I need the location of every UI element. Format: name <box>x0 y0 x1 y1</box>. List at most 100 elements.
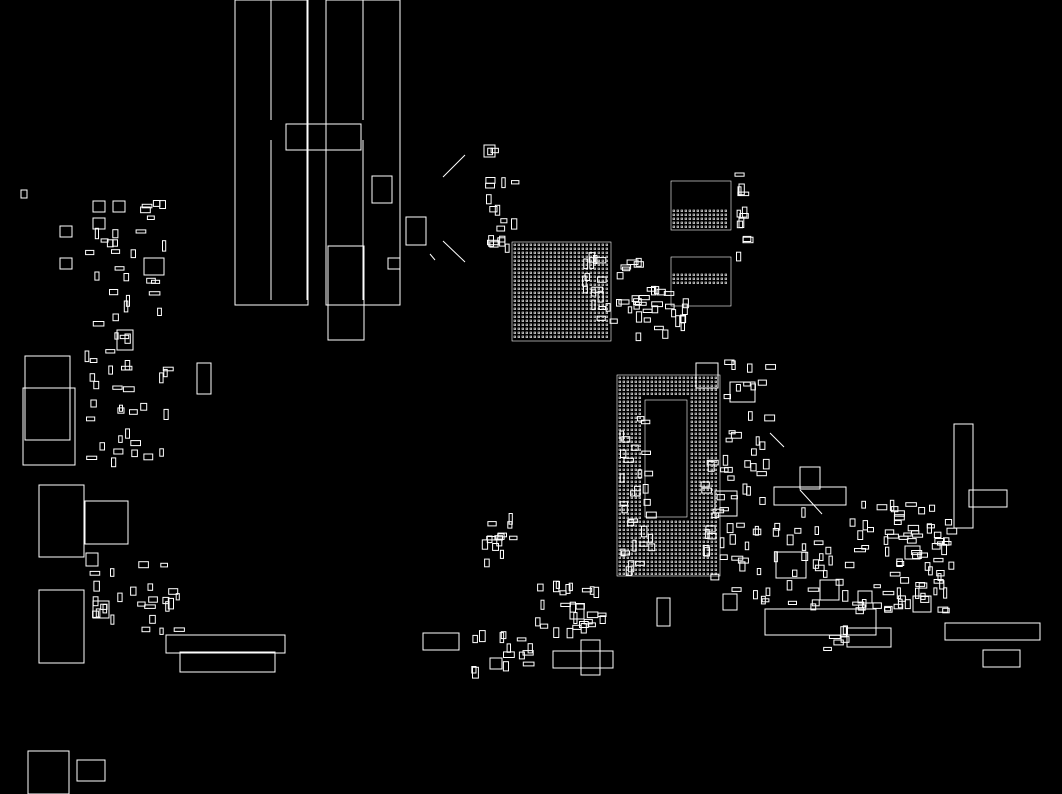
dimm-slot-left[interactable] <box>234 0 309 306</box>
bga-ball <box>605 291 608 294</box>
bga-ball <box>712 281 715 284</box>
small-chip-left-9[interactable] <box>112 200 126 213</box>
bga-ball <box>670 548 673 551</box>
bga-ball <box>706 384 709 387</box>
bga-ball <box>706 404 709 407</box>
bottom-mid-connector[interactable] <box>764 608 877 636</box>
fpc-connector-right[interactable] <box>944 622 1041 641</box>
bga-ball <box>686 376 689 379</box>
mid-right-chip-group[interactable] <box>773 486 847 506</box>
bottom-mid-box[interactable] <box>846 627 892 648</box>
connector-bottom-center[interactable] <box>552 650 614 669</box>
small-chip-right-4[interactable] <box>912 595 932 613</box>
bga-ball <box>557 251 560 254</box>
small-chip-right-2[interactable] <box>857 590 873 604</box>
ic-chip-center[interactable] <box>405 216 427 246</box>
side-component[interactable] <box>196 362 212 395</box>
small-chip-left-10[interactable] <box>20 189 28 199</box>
bga-ball <box>517 251 520 254</box>
connector-center-left[interactable] <box>422 632 460 651</box>
bottom-left-connector[interactable] <box>27 750 70 794</box>
ic-chip-right-4[interactable] <box>775 551 807 579</box>
bga-ball <box>513 255 516 258</box>
small-chip-left[interactable] <box>143 257 165 276</box>
passive-component <box>840 636 850 643</box>
ic-chip-right-3[interactable] <box>714 490 738 517</box>
bga-chip-cpu[interactable] <box>616 374 721 577</box>
bga-ball <box>525 279 528 282</box>
bga-ball <box>630 468 633 471</box>
bga-ball <box>626 464 629 467</box>
bga-ball <box>529 259 532 262</box>
small-chip-center[interactable] <box>387 257 401 270</box>
small-chip-left-8[interactable] <box>92 217 106 230</box>
audio-connector[interactable] <box>38 484 85 558</box>
bga-ball <box>517 307 520 310</box>
bga-ball <box>513 331 516 334</box>
passive-component <box>813 540 824 546</box>
ic-chip-right-2[interactable] <box>695 362 719 389</box>
bottom-left-chip[interactable] <box>76 759 106 782</box>
right-box[interactable] <box>982 649 1021 668</box>
bga-ball <box>513 259 516 262</box>
bga-ball <box>710 448 713 451</box>
bga-ball <box>601 327 604 330</box>
bga-ball <box>696 273 699 276</box>
bga-ball <box>561 251 564 254</box>
bga-ball <box>529 299 532 302</box>
audio-jack-box <box>84 500 129 545</box>
bga-ball <box>694 544 697 547</box>
bga-ball <box>706 392 709 395</box>
ic-chip-bottom[interactable] <box>656 597 671 627</box>
bga-ball <box>630 496 633 499</box>
small-chip-left-2[interactable] <box>116 329 134 351</box>
small-chip-left-6[interactable] <box>59 257 73 270</box>
small-chip-right-3[interactable] <box>722 593 738 611</box>
bga-ball <box>589 303 592 306</box>
passive-component <box>95 608 101 618</box>
ic-chip-right-5[interactable] <box>819 579 840 601</box>
bga-ball <box>682 568 685 571</box>
small-chip-center-2[interactable] <box>483 144 496 158</box>
bga-ball <box>537 243 540 246</box>
bga-chip-vram-2[interactable] <box>670 256 732 307</box>
bga-ball <box>674 552 677 555</box>
bga-ball <box>622 376 625 379</box>
ic-chip-right[interactable] <box>729 381 756 403</box>
bga-ball <box>557 255 560 258</box>
passive-component <box>835 578 844 586</box>
bga-ball <box>684 273 687 276</box>
small-chip-left-7[interactable] <box>92 200 106 213</box>
ic-chip-near-dimm[interactable] <box>371 175 393 204</box>
mid-right-chip[interactable] <box>799 466 821 490</box>
bga-ball <box>698 528 701 531</box>
passive-component <box>112 239 118 247</box>
small-chip-left-4[interactable] <box>85 552 99 567</box>
small-chip-left-5[interactable] <box>59 225 73 238</box>
passive-component <box>801 507 806 518</box>
fpc-connector-left[interactable] <box>165 634 286 654</box>
bga-ball <box>702 532 705 535</box>
passive-component <box>825 546 832 555</box>
bga-ball <box>541 303 544 306</box>
bga-ball <box>704 209 707 212</box>
bga-ball <box>696 225 699 228</box>
vertical-connector-right[interactable] <box>953 423 974 529</box>
usb-connector[interactable] <box>24 355 71 441</box>
bga-ball <box>545 331 548 334</box>
bga-ball <box>561 279 564 282</box>
passive-component <box>882 590 895 596</box>
bga-ball <box>565 331 568 334</box>
bga-ball <box>561 255 564 258</box>
small-chip-left-3[interactable] <box>92 600 110 619</box>
passive-component <box>680 315 686 324</box>
passive-component <box>114 332 119 340</box>
passive-component <box>621 550 631 556</box>
bga-chip-vram-1[interactable] <box>670 180 732 231</box>
bga-ball <box>541 315 544 318</box>
sd-connector[interactable] <box>38 589 85 664</box>
dimm-slot-right[interactable] <box>325 0 401 306</box>
small-chip-mid-2[interactable] <box>489 657 503 670</box>
bga-chip-pch[interactable] <box>511 241 612 342</box>
